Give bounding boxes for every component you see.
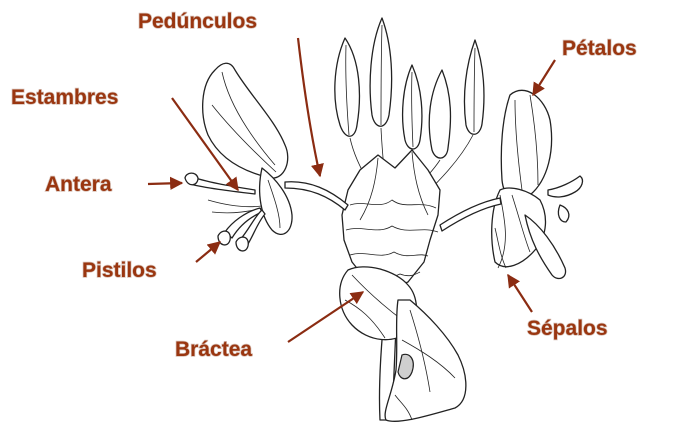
arrow-pedunculos	[298, 38, 320, 176]
left-flower	[185, 63, 348, 251]
label-antera: Antera	[45, 173, 112, 196]
label-estambres: Estambres	[11, 86, 118, 109]
label-sepalos: Sépalos	[527, 317, 608, 340]
labels: Pedúnculos Pétalos Estambres Antera Pist…	[11, 10, 637, 361]
arrow-sepalos	[508, 275, 532, 312]
arrow-petalos	[533, 60, 555, 95]
right-flower	[440, 90, 582, 278]
arrow-pistilos	[196, 242, 220, 262]
arrow-antera	[148, 183, 182, 184]
label-bractea: Bráctea	[175, 338, 252, 361]
lower-flower	[385, 300, 466, 421]
label-petalos: Pétalos	[562, 37, 637, 60]
label-pistilos: Pistilos	[82, 259, 157, 282]
label-pedunculos: Pedúnculos	[138, 10, 257, 33]
